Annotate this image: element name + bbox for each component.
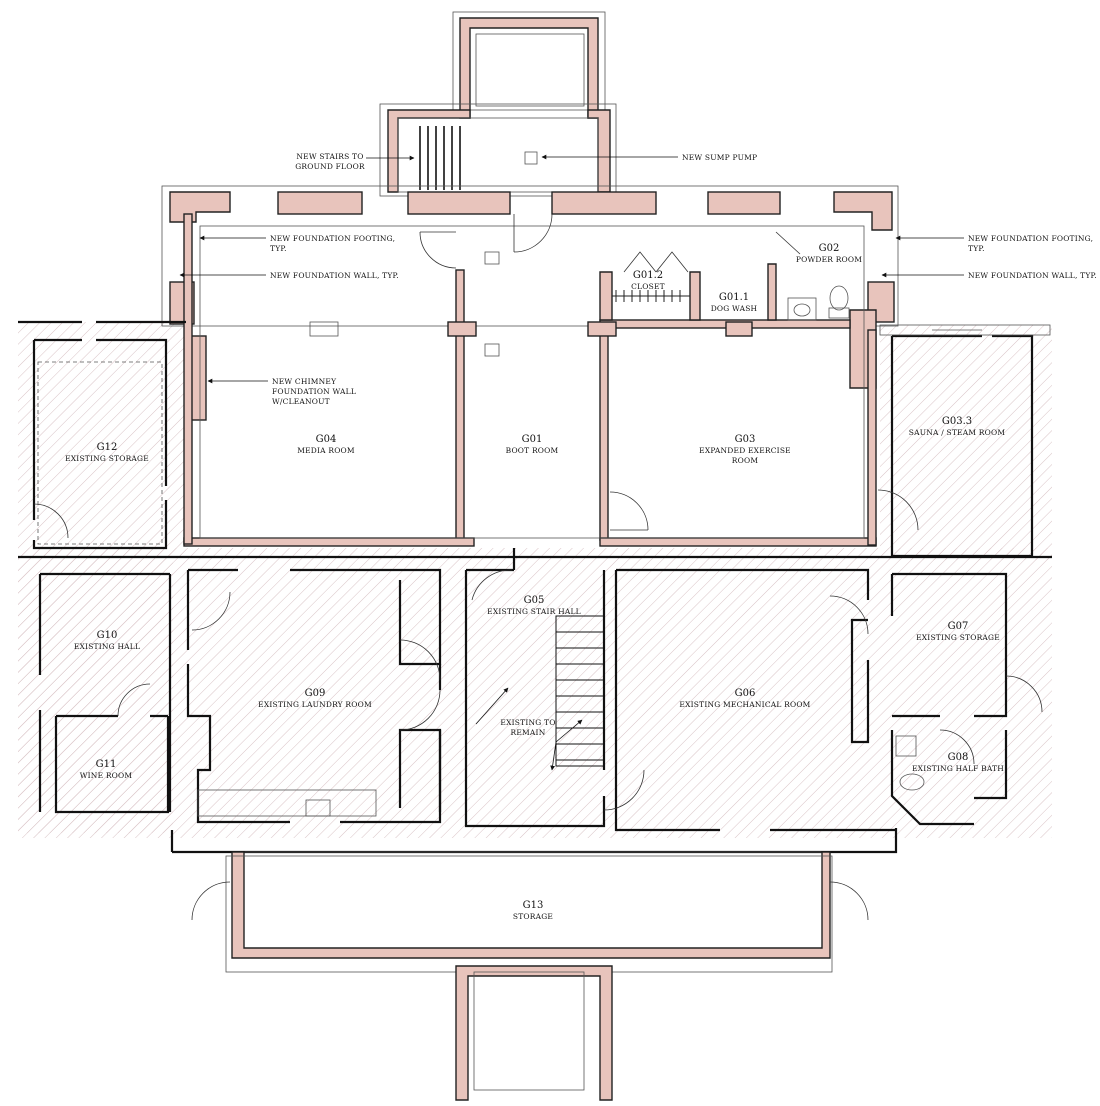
room-g12: G12 EXISTING STORAGE [65, 442, 149, 463]
room-g05: G05 EXISTING STAIR HALL [487, 595, 581, 616]
room-number: G03.3 [942, 416, 972, 427]
south-storage [225, 851, 833, 1101]
room-label: EXISTING STAIR HALL [487, 607, 581, 616]
room-number: G04 [316, 434, 337, 445]
room-number: G01 [522, 434, 543, 445]
note-sump: NEW SUMP PUMP [682, 153, 757, 162]
room-g033: G03.3 SAUNA / STEAM ROOM [909, 416, 1006, 437]
note-chimney: FOUNDATION WALL [272, 387, 356, 396]
room-number: G08 [948, 752, 969, 763]
room-label: EXISTING HALF BATH [912, 764, 1004, 773]
north-lightwell [379, 11, 617, 197]
existing-stair [555, 615, 605, 767]
note-wall-right: NEW FOUNDATION WALL, TYP. [968, 271, 1097, 280]
room-g09: G09 EXISTING LAUNDRY ROOM [258, 688, 372, 709]
room-label: STORAGE [513, 912, 553, 921]
half-bath-fixtures [895, 735, 925, 791]
note-chimney: NEW CHIMNEY [272, 377, 337, 386]
room-number: G01.1 [719, 292, 749, 303]
new-stair-treads [419, 126, 461, 190]
room-label: MEDIA ROOM [297, 446, 355, 455]
note-stairs: GROUND FLOOR [295, 162, 365, 171]
room-number: G10 [97, 630, 118, 641]
room-label: EXISTING STORAGE [916, 633, 1000, 642]
room-label: EXISTING HALL [74, 642, 140, 651]
doors [33, 213, 1043, 921]
new-addition-walls [161, 185, 899, 547]
note-chimney: W/CLEANOUT [272, 397, 330, 406]
room-number: G07 [948, 621, 969, 632]
room-label: BOOT ROOM [506, 446, 559, 455]
room-g02: G02 POWDER ROOM [796, 243, 862, 264]
note-footing-right: TYP. [968, 244, 985, 253]
note-footing-right: NEW FOUNDATION FOOTING, [968, 234, 1093, 243]
room-number: G11 [96, 759, 117, 770]
room-label: ROOM [732, 456, 759, 465]
room-g06: G06 EXISTING MECHANICAL ROOM [679, 688, 810, 709]
room-tags: G04 MEDIA ROOM G01 BOOT ROOM G03 EXPANDE… [65, 243, 1005, 921]
room-g07: G07 EXISTING STORAGE [916, 621, 1000, 642]
room-number: G05 [524, 595, 545, 606]
room-g10: G10 EXISTING HALL [74, 630, 140, 651]
room-g04: G04 MEDIA ROOM [297, 434, 355, 455]
room-label: CLOSET [631, 282, 665, 291]
room-label: POWDER ROOM [796, 255, 862, 264]
room-number: G12 [97, 442, 118, 453]
room-g13: G13 STORAGE [513, 900, 553, 921]
note-stairs: NEW STAIRS TO [296, 152, 363, 161]
room-label: EXISTING LAUNDRY ROOM [258, 700, 372, 709]
powder-room-fixtures [787, 285, 850, 321]
note-wall-left: NEW FOUNDATION WALL, TYP. [270, 271, 399, 280]
g12-walls [18, 320, 186, 550]
note-existing-remain: REMAIN [511, 728, 546, 737]
room-number: G13 [523, 900, 544, 911]
room-label: EXPANDED EXERCISE [699, 446, 791, 455]
room-number: G09 [305, 688, 326, 699]
room-g08: G08 EXISTING HALF BATH [912, 752, 1004, 773]
existing-hatch [18, 322, 1052, 838]
room-g012: G01.2 CLOSET [631, 270, 665, 291]
sump-pump [524, 151, 538, 165]
room-number: G06 [735, 688, 756, 699]
laundry-sink [197, 789, 377, 817]
room-number: G03 [735, 434, 756, 445]
room-g01: G01 BOOT ROOM [506, 434, 559, 455]
room-label: SAUNA / STEAM ROOM [909, 428, 1006, 437]
note-footing-left: NEW FOUNDATION FOOTING, [270, 234, 395, 243]
room-g03: G03 EXPANDED EXERCISE ROOM [699, 434, 791, 465]
closet-shelves [612, 251, 690, 302]
room-label: EXISTING MECHANICAL ROOM [679, 700, 810, 709]
room-label: EXISTING STORAGE [65, 454, 149, 463]
room-label: WINE ROOM [80, 771, 133, 780]
room-g011: G01.1 DOG WASH [711, 292, 758, 313]
room-label: DOG WASH [711, 304, 758, 313]
room-g11: G11 WINE ROOM [80, 759, 133, 780]
note-footing-left: TYP. [270, 244, 287, 253]
room-number: G01.2 [633, 270, 663, 281]
annotations: NEW STAIRS TO GROUND FLOOR NEW SUMP PUMP… [179, 152, 1097, 771]
note-existing-remain: EXISTING TO [500, 718, 555, 727]
existing-lower-walls [18, 548, 1052, 953]
room-number: G02 [819, 243, 840, 254]
